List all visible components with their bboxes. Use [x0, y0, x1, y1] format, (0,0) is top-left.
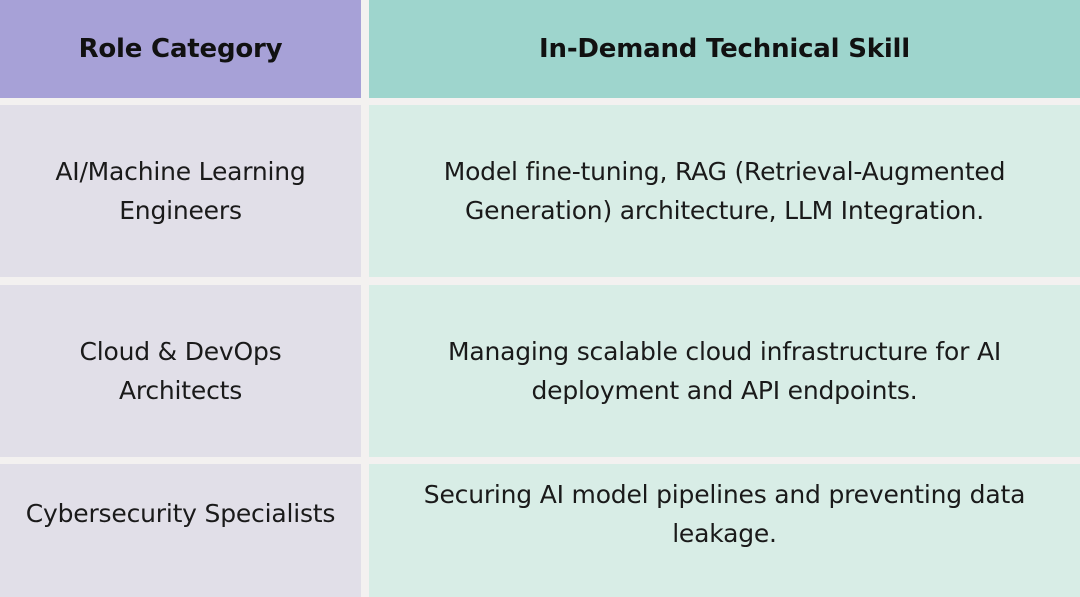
table-row-1-skill-cell: Model fine-tuning, RAG (Retrieval-Augmen… [369, 105, 1080, 277]
table-row-3-role-cell: Cybersecurity Specialists [0, 464, 361, 597]
header-role-category: Role Category [78, 34, 283, 64]
header-cell-role-category: Role Category [0, 0, 361, 98]
table-row-2-role-cell: Cloud & DevOps Architects [0, 285, 361, 457]
table-row-1-role-cell: AI/Machine Learning Engineers [0, 105, 361, 277]
role-ai-ml-engineers: AI/Machine Learning Engineers [55, 157, 306, 225]
table-row-2-skill-cell: Managing scalable cloud infrastructure f… [369, 285, 1080, 457]
header-cell-technical-skill: In-Demand Technical Skill [369, 0, 1080, 98]
table-row-3-skill-cell: Securing AI model pipelines and preventi… [369, 464, 1080, 597]
header-technical-skill: In-Demand Technical Skill [539, 34, 910, 64]
role-cloud-devops-architects: Cloud & DevOps Architects [79, 337, 282, 405]
role-cybersecurity-specialists: Cybersecurity Specialists [25, 499, 336, 528]
skill-cloud-devops: Managing scalable cloud infrastructure f… [447, 337, 1002, 405]
skill-cybersecurity: Securing AI model pipelines and preventi… [423, 479, 1026, 548]
skill-ai-ml: Model fine-tuning, RAG (Retrieval-Augmen… [443, 157, 1006, 225]
